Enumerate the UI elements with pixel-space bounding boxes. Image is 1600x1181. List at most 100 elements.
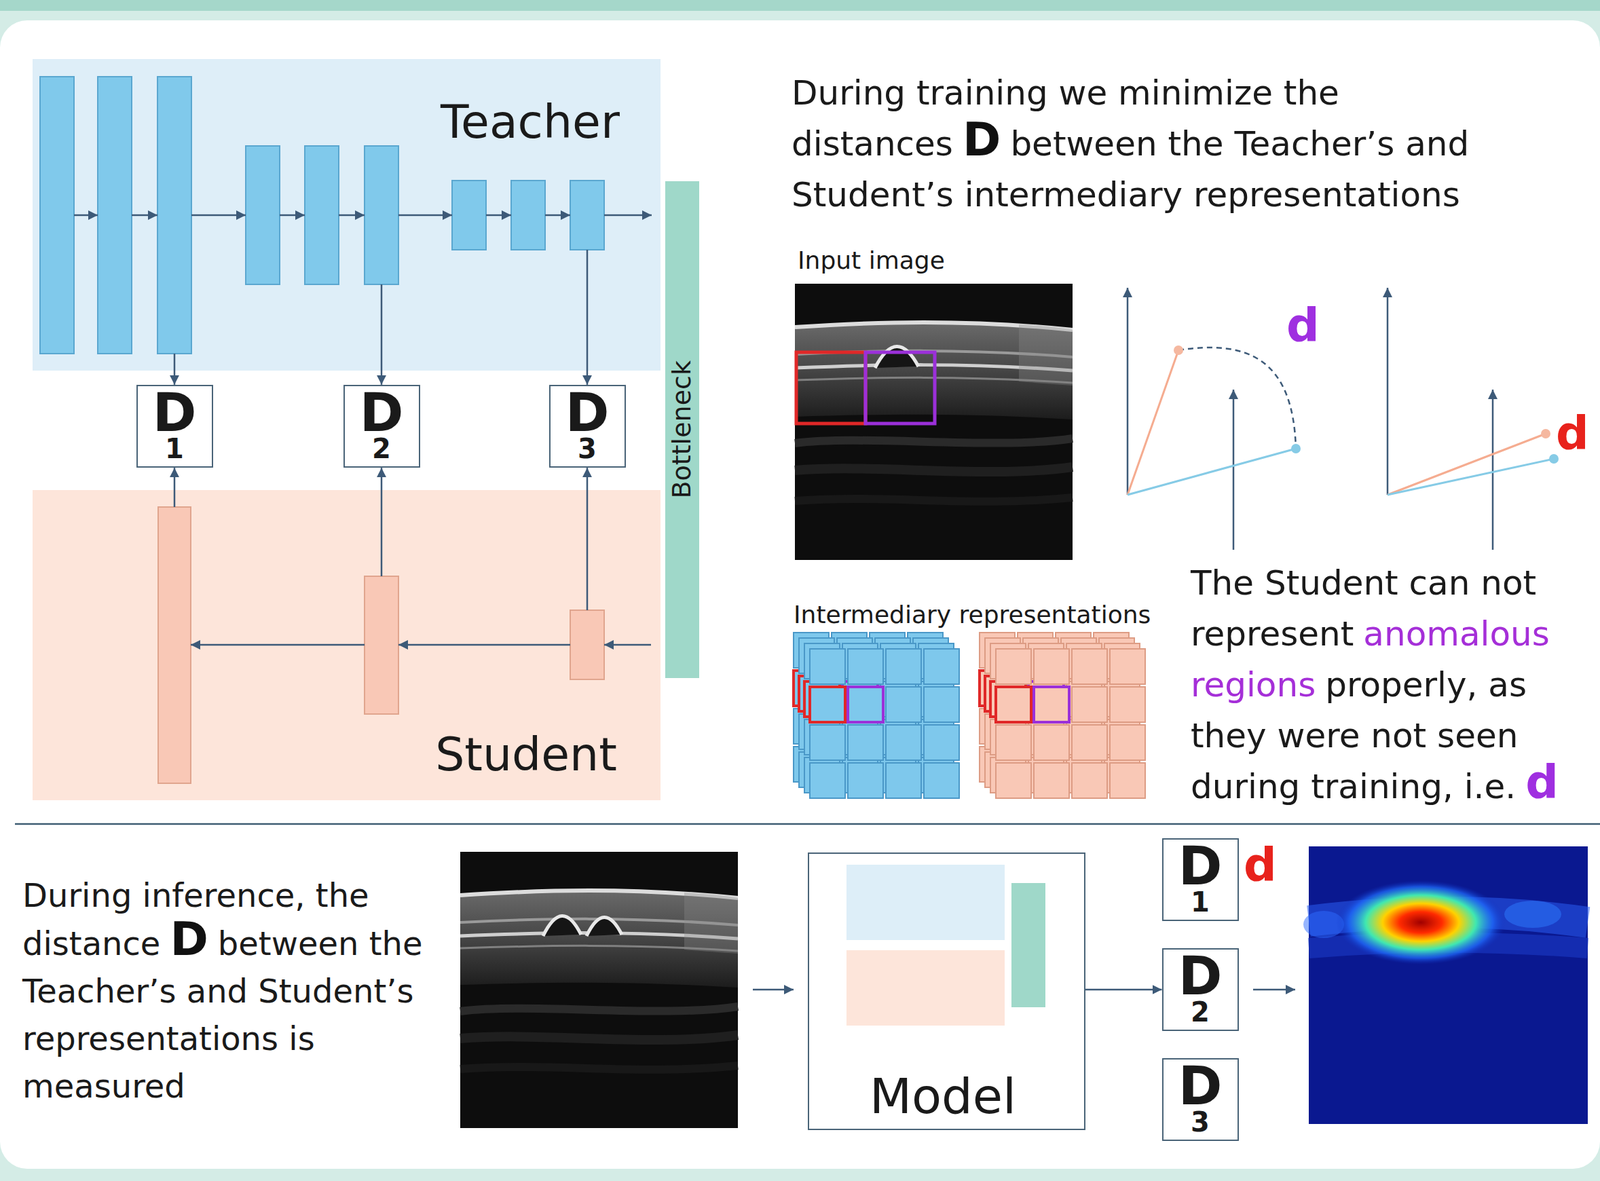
flow-arrow bbox=[586, 490, 589, 611]
feature-cell bbox=[1109, 763, 1146, 799]
distance-symbol: D bbox=[1178, 843, 1223, 889]
flow-arrow bbox=[279, 214, 305, 217]
distance-box: D3 bbox=[1162, 1058, 1239, 1142]
feature-cell bbox=[1071, 763, 1108, 799]
flow-arrow bbox=[604, 214, 652, 217]
teacher-layer-block bbox=[245, 145, 280, 285]
vector-plot bbox=[1291, 443, 1301, 454]
oct-scan bbox=[586, 917, 622, 937]
connector bbox=[380, 370, 383, 385]
feature-cell bbox=[1109, 686, 1146, 723]
feature-cell bbox=[923, 648, 960, 685]
oct-scan bbox=[543, 915, 582, 937]
teacher-layer-block bbox=[364, 145, 399, 285]
teacher-layer-block bbox=[511, 180, 546, 250]
distance-mark: d bbox=[1525, 755, 1559, 810]
flow-arrow bbox=[752, 989, 794, 992]
flow-arrow bbox=[173, 353, 176, 371]
vector-plot bbox=[1127, 350, 1179, 495]
teacher-layer-block bbox=[570, 180, 605, 250]
region-title: Student bbox=[435, 727, 618, 783]
anomaly-heatmap bbox=[1335, 880, 1506, 965]
layer-index: 3 bbox=[577, 435, 597, 463]
feature-cell bbox=[1033, 763, 1070, 799]
vector-plot bbox=[1492, 389, 1495, 550]
teacher-layer-block bbox=[157, 76, 192, 354]
flow-arrow bbox=[604, 644, 651, 647]
bottleneck-label: Bottleneck bbox=[666, 360, 698, 499]
feature-cell bbox=[995, 648, 1032, 685]
teacher-region: Teacher bbox=[32, 59, 661, 371]
feature-cell bbox=[1033, 686, 1070, 723]
flow-arrow bbox=[338, 214, 365, 217]
student-layer-block bbox=[364, 576, 399, 715]
model-label: Model bbox=[869, 1067, 1017, 1126]
distance-box: D1 bbox=[1162, 838, 1239, 922]
region-fill bbox=[665, 181, 700, 679]
oct-scan bbox=[794, 283, 1073, 561]
feature-cell bbox=[1071, 648, 1108, 685]
feature-cell bbox=[995, 724, 1032, 761]
feature-cell bbox=[995, 763, 1032, 799]
feature-cell bbox=[885, 724, 922, 761]
flow-arrow bbox=[190, 644, 365, 647]
feature-cell bbox=[809, 763, 846, 799]
feature-cell bbox=[1109, 648, 1146, 685]
region-fill bbox=[846, 864, 1005, 941]
connector bbox=[173, 370, 176, 385]
feature-cell bbox=[1071, 724, 1108, 761]
region-fill bbox=[1011, 883, 1046, 1008]
flow-arrow bbox=[191, 214, 246, 217]
distance-mark: d bbox=[1286, 298, 1320, 353]
oct-scan bbox=[460, 851, 738, 1129]
region-fill bbox=[32, 59, 661, 371]
flow-arrow bbox=[398, 214, 453, 217]
oct-scan bbox=[875, 346, 919, 368]
distance-symbol: D bbox=[1178, 953, 1223, 999]
bottleneck-bar: Bottleneck bbox=[665, 181, 700, 679]
teacher-layer-block bbox=[40, 76, 74, 354]
feature-cell bbox=[923, 686, 960, 723]
flow-arrow bbox=[1253, 989, 1296, 992]
layer-index: 1 bbox=[1190, 888, 1210, 916]
distance-box: D1 bbox=[136, 384, 214, 468]
student-layer-block bbox=[158, 507, 191, 784]
oct-scan bbox=[460, 851, 738, 1129]
feature-map bbox=[793, 632, 1146, 799]
feature-cell bbox=[847, 686, 884, 723]
feature-cell bbox=[1071, 686, 1108, 723]
connector bbox=[173, 467, 176, 491]
feature-cell bbox=[885, 686, 922, 723]
vector-plot bbox=[1127, 448, 1296, 495]
flow-arrow bbox=[380, 490, 383, 577]
anomaly-heatmap bbox=[1303, 846, 1588, 1125]
page-ground bbox=[0, 0, 1600, 11]
vector-plot bbox=[1387, 458, 1554, 495]
feature-cell bbox=[847, 763, 884, 799]
distance-symbol: D bbox=[359, 390, 404, 436]
vector-plot bbox=[1178, 347, 1296, 449]
flow-arrow bbox=[73, 214, 98, 217]
distance-box: D2 bbox=[343, 384, 421, 468]
region-fill bbox=[32, 490, 661, 801]
flow-arrow bbox=[131, 214, 158, 217]
layer-index: 2 bbox=[371, 435, 392, 463]
vector-plot bbox=[1540, 429, 1551, 439]
oct-scan bbox=[794, 283, 1073, 561]
page-ground bbox=[0, 20, 1600, 1169]
distance-symbol: D bbox=[962, 112, 1001, 167]
feature-cell bbox=[885, 648, 922, 685]
region-title: Teacher bbox=[440, 94, 620, 151]
connector bbox=[380, 467, 383, 491]
distance-mark: d bbox=[1243, 838, 1277, 893]
flow-arrow bbox=[173, 490, 176, 508]
flow-arrow bbox=[545, 214, 571, 217]
distance-mark: d bbox=[1555, 406, 1590, 461]
feature-cell bbox=[885, 763, 922, 799]
vector-plot bbox=[1127, 287, 1559, 550]
layer-index: 1 bbox=[164, 435, 184, 463]
student-region: Student bbox=[32, 490, 661, 801]
teacher-layer-block bbox=[452, 180, 487, 250]
distance-box: D2 bbox=[1162, 948, 1239, 1032]
